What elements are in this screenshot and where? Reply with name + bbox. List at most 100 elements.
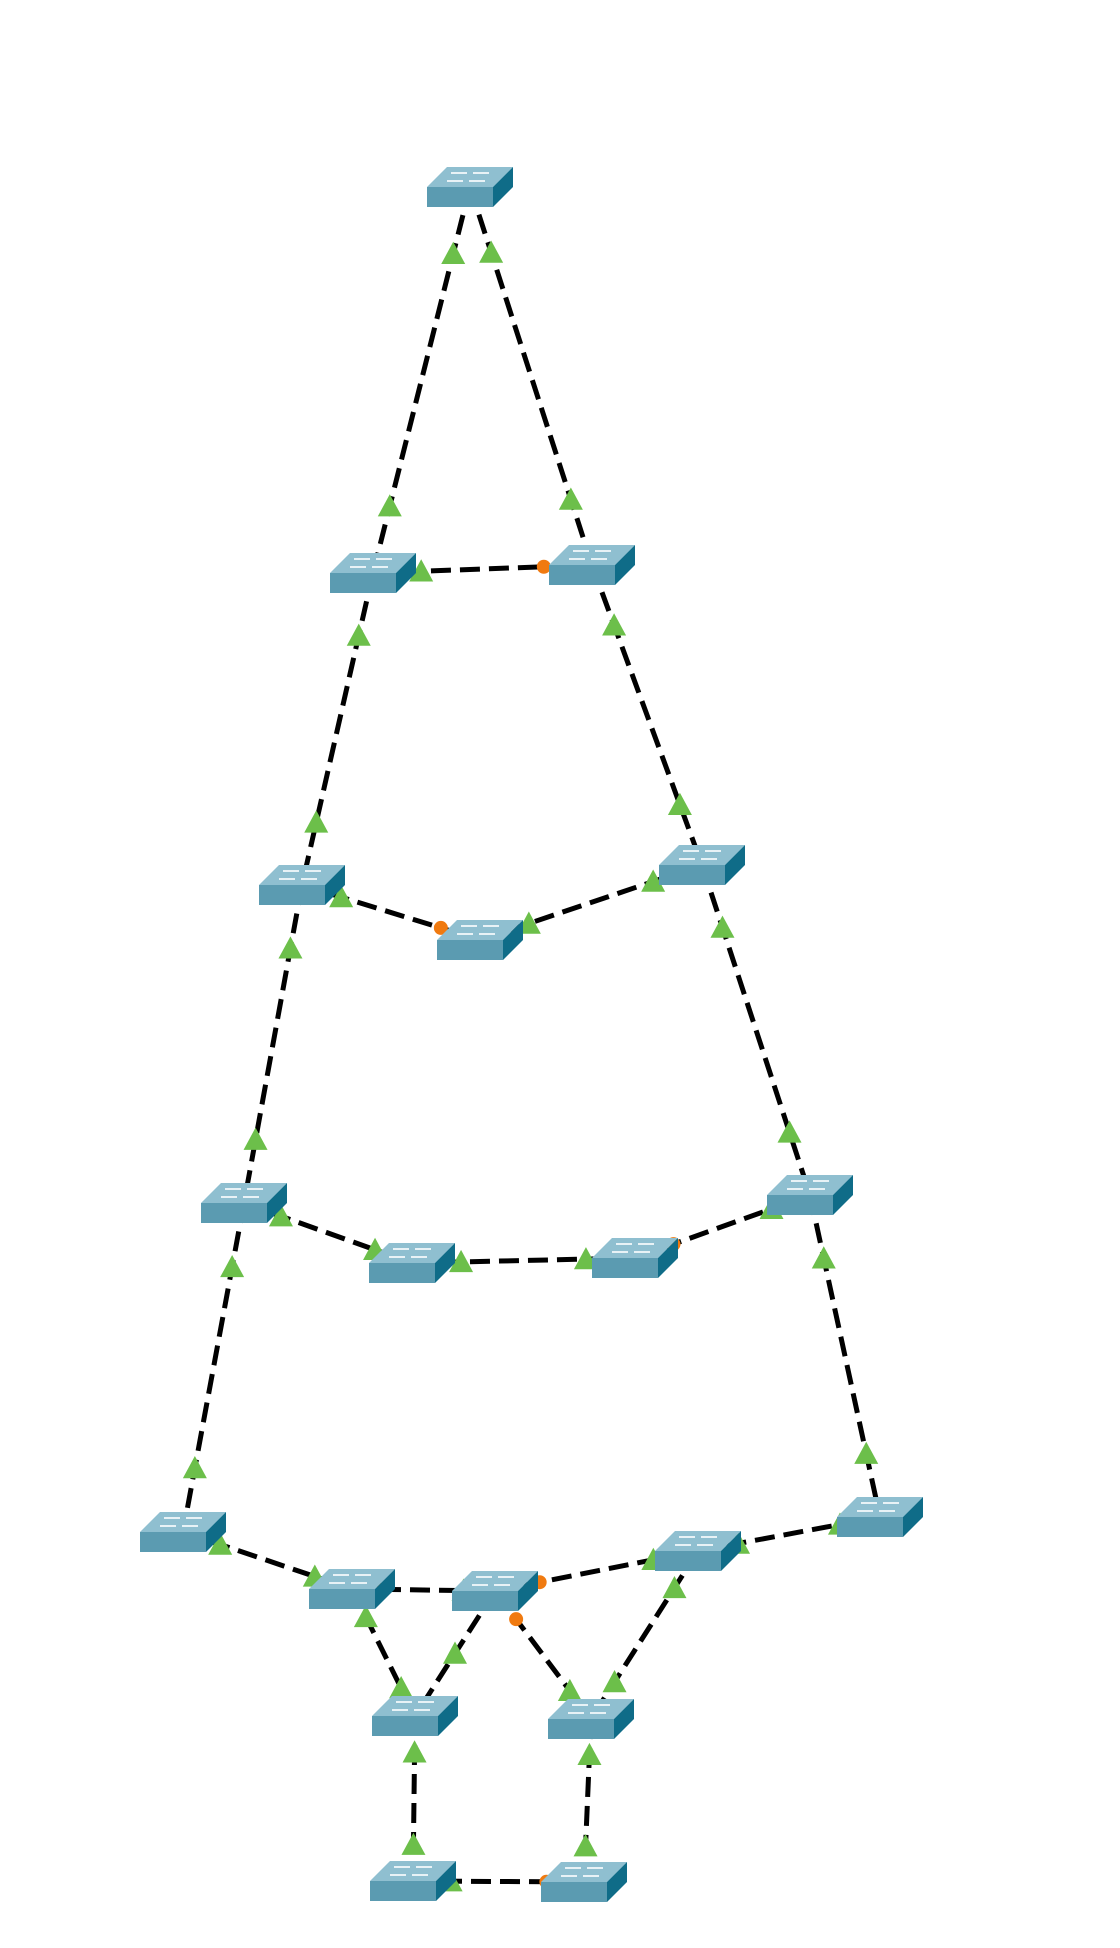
network-switch-icon[interactable] — [427, 167, 513, 207]
switch-side-face — [503, 920, 523, 960]
link-marker-triangle — [449, 1249, 474, 1273]
switch-top-face — [140, 1512, 226, 1532]
link-s2-s4 — [299, 572, 376, 886]
switch-top-face — [655, 1531, 741, 1551]
switch-top-face — [548, 1699, 634, 1719]
link-marker-triangle — [479, 240, 504, 263]
switch-front-face — [767, 1195, 833, 1215]
network-switch-icon[interactable] — [659, 845, 745, 885]
network-switch-icon[interactable] — [309, 1569, 395, 1609]
switch-front-face — [452, 1591, 518, 1611]
switch-front-face — [541, 1882, 607, 1902]
switch-front-face — [140, 1532, 206, 1552]
switch-front-face — [370, 1881, 436, 1901]
network-switch-icon[interactable] — [549, 545, 635, 585]
network-switch-icon[interactable] — [437, 920, 523, 960]
switch-top-face — [837, 1497, 923, 1517]
switch-front-face — [259, 885, 325, 905]
link-marker-triangle — [278, 936, 303, 959]
link-marker-triangle — [401, 1832, 426, 1855]
network-switch-icon[interactable] — [201, 1183, 287, 1223]
switch-side-face — [436, 1861, 456, 1901]
switch-front-face — [592, 1258, 658, 1278]
switch-side-face — [518, 1571, 538, 1611]
link-marker-triangle — [353, 1604, 378, 1628]
switch-front-face — [655, 1551, 721, 1571]
network-switch-icon[interactable] — [541, 1862, 627, 1902]
link-s3-s6 — [589, 564, 705, 866]
network-switch-icon[interactable] — [837, 1497, 923, 1537]
link-marker-triangle — [443, 1641, 467, 1664]
switch-side-face — [658, 1238, 678, 1278]
switch-side-face — [493, 167, 513, 207]
network-switch-icon[interactable] — [452, 1571, 538, 1611]
switch-front-face — [837, 1517, 903, 1537]
link-marker-triangle — [602, 1670, 627, 1693]
network-switch-icon[interactable] — [259, 865, 345, 905]
switch-front-face — [548, 1719, 614, 1739]
switch-side-face — [725, 845, 745, 885]
switch-front-face — [372, 1716, 438, 1736]
switch-top-face — [549, 545, 635, 565]
link-marker-triangle — [409, 559, 434, 582]
switch-front-face — [427, 187, 493, 207]
link-marker-triangle — [641, 869, 666, 892]
link-s4-s7 — [241, 884, 305, 1204]
link-marker-triangle — [811, 1246, 836, 1269]
switch-side-face — [607, 1862, 627, 1902]
switch-front-face — [330, 573, 396, 593]
link-marker-triangle — [243, 1127, 268, 1150]
link-marker-triangle — [441, 241, 466, 265]
switch-top-face — [452, 1571, 538, 1591]
switch-side-face — [614, 1699, 634, 1739]
switch-top-face — [437, 920, 523, 940]
switch-front-face — [437, 940, 503, 960]
link-marker-triangle — [402, 1740, 427, 1763]
network-switch-icon[interactable] — [370, 1861, 456, 1901]
link-marker-triangle — [710, 915, 735, 938]
network-switch-icon[interactable] — [330, 553, 416, 593]
link-marker-triangle — [208, 1532, 233, 1555]
link-marker-triangle — [220, 1254, 245, 1278]
switch-side-face — [375, 1569, 395, 1609]
network-switch-icon[interactable] — [372, 1696, 458, 1736]
link-marker-triangle — [268, 1204, 293, 1227]
switch-side-face — [435, 1243, 455, 1283]
switch-top-face — [259, 865, 345, 885]
link-marker-triangle — [777, 1120, 802, 1143]
nodes-layer — [140, 167, 923, 1902]
switch-front-face — [549, 565, 615, 585]
link-marker-triangle — [854, 1441, 879, 1464]
link-marker-triangle — [304, 810, 329, 833]
switch-top-face — [201, 1183, 287, 1203]
network-switch-icon[interactable] — [655, 1531, 741, 1571]
link-marker-triangle — [573, 1247, 598, 1270]
switch-top-face — [592, 1238, 678, 1258]
switch-side-face — [833, 1175, 853, 1215]
switch-side-face — [721, 1531, 741, 1571]
switch-top-face — [372, 1696, 458, 1716]
network-switch-icon[interactable] — [548, 1699, 634, 1739]
network-switch-icon[interactable] — [767, 1175, 853, 1215]
link-marker-dot — [536, 559, 551, 574]
link-marker-triangle — [182, 1456, 207, 1479]
link-s14-s17 — [588, 1549, 701, 1721]
switch-side-face — [206, 1512, 226, 1552]
switch-front-face — [201, 1203, 267, 1223]
network-switch-icon[interactable] — [592, 1238, 678, 1278]
switch-top-face — [330, 553, 416, 573]
network-switch-icon[interactable] — [369, 1243, 455, 1283]
switch-side-face — [438, 1696, 458, 1736]
link-marker-dot — [433, 920, 448, 935]
switch-side-face — [615, 545, 635, 585]
network-switch-icon[interactable] — [140, 1512, 226, 1552]
switch-top-face — [370, 1861, 456, 1881]
switch-top-face — [659, 845, 745, 865]
link-marker-triangle — [573, 1834, 598, 1857]
link-marker-triangle — [602, 613, 627, 636]
switch-top-face — [427, 167, 513, 187]
link-marker-triangle — [377, 494, 402, 517]
link-marker-dot — [509, 1612, 524, 1627]
